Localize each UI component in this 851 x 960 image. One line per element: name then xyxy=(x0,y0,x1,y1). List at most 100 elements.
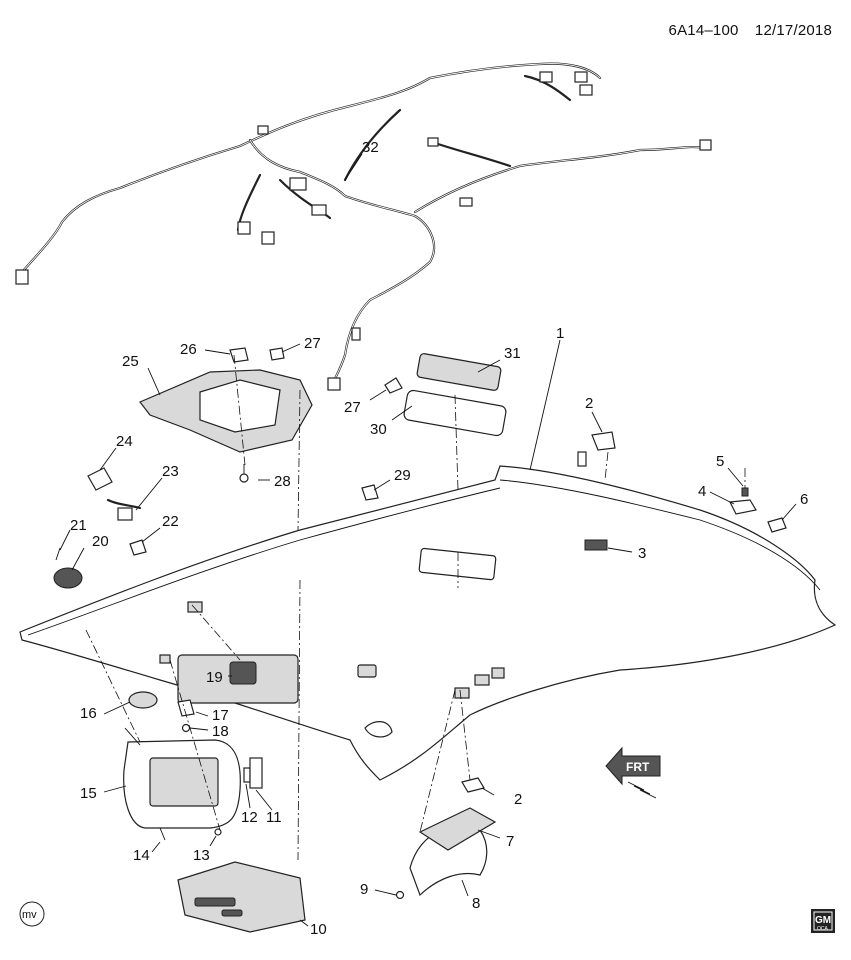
diagram-code: 6A14–100 xyxy=(668,22,739,39)
callout-12: 12 xyxy=(241,809,258,826)
harness-connector xyxy=(459,197,473,207)
callout-17: 17 xyxy=(212,707,229,724)
part-14-screw xyxy=(159,827,166,841)
part-26-clip xyxy=(229,347,249,363)
front-arrow-label: FRT xyxy=(626,760,650,774)
part-30-lamp-frame xyxy=(403,389,507,437)
callout-1: 1 xyxy=(556,325,564,342)
callout-labels: 1 2 3 4 5 6 7 8 9 10 11 12 13 14 15 16 1… xyxy=(70,139,808,938)
part-4-holder xyxy=(729,499,757,515)
harness-connector-left xyxy=(15,269,29,285)
part-24-cover xyxy=(87,467,113,491)
harness-connector xyxy=(699,139,712,151)
callout-29: 29 xyxy=(394,467,411,484)
harness-connector xyxy=(427,137,439,147)
callout-28: 28 xyxy=(274,473,291,490)
part-23-cable xyxy=(106,498,142,510)
headliner-panel xyxy=(19,465,837,781)
callout-18: 18 xyxy=(212,723,229,740)
part-19-pad xyxy=(229,661,257,685)
part-18-screw xyxy=(181,723,191,733)
callout-25: 25 xyxy=(122,353,139,370)
callout-31: 31 xyxy=(504,345,521,362)
harness-connector xyxy=(327,377,341,391)
gm-logo-subtext: OCA xyxy=(817,926,829,932)
part-17-clip xyxy=(177,699,195,717)
part-7-cover xyxy=(418,807,497,851)
part-6-clip xyxy=(767,517,787,533)
callout-5: 5 xyxy=(716,453,724,470)
callout-30: 30 xyxy=(370,421,387,438)
part-23-connector xyxy=(117,507,133,521)
alignment-lines xyxy=(85,354,746,861)
headliner-clip xyxy=(491,667,505,679)
gm-logo: GM OCA xyxy=(811,909,835,933)
harness-connector xyxy=(579,84,593,96)
gm-logo-text: GM xyxy=(815,915,831,926)
harness-clip xyxy=(257,125,269,135)
part-10-overhead-console xyxy=(177,861,306,933)
headliner-clip xyxy=(454,687,470,699)
callout-22: 22 xyxy=(162,513,179,530)
callout-27: 27 xyxy=(304,335,321,352)
callout-16: 16 xyxy=(80,705,97,722)
harness-connector xyxy=(261,231,275,245)
headliner-opening xyxy=(418,547,497,581)
callout-7: 7 xyxy=(506,833,514,850)
callout-11: 11 xyxy=(266,809,282,826)
callout-15: 15 xyxy=(80,785,97,802)
callout-6: 6 xyxy=(800,491,808,508)
part-20-grommet xyxy=(53,567,83,589)
harness-connector xyxy=(237,221,251,235)
part-25-roof-console-bracket xyxy=(139,369,313,453)
headliner-clip xyxy=(474,674,490,686)
callout-21: 21 xyxy=(70,517,87,534)
part-21-pin xyxy=(55,547,61,561)
diagram-header: 6A14–100 12/17/2018 xyxy=(657,22,832,39)
callout-23: 23 xyxy=(162,463,179,480)
callout-8: 8 xyxy=(472,895,480,912)
footer-mv-mark: mv xyxy=(19,901,45,927)
part-11-mirror-cover xyxy=(249,757,263,789)
mv-mark-text: mv xyxy=(22,909,37,921)
part-2-bracket-lower xyxy=(461,777,485,793)
front-direction-arrow: FRT xyxy=(605,746,661,799)
harness-connector xyxy=(574,71,588,83)
headliner-clip xyxy=(357,664,377,678)
callout-2-b: 2 xyxy=(514,791,522,808)
callout-9: 9 xyxy=(360,881,368,898)
part-27-clip xyxy=(384,377,403,394)
harness-connector xyxy=(539,71,553,83)
harness-clip xyxy=(351,327,361,341)
part-13-plug xyxy=(214,828,222,836)
part-5-clip xyxy=(741,487,749,497)
harness-connector xyxy=(289,177,307,191)
callout-2: 2 xyxy=(585,395,593,412)
part-9-bolt xyxy=(395,890,405,900)
headliner-clip xyxy=(159,654,171,664)
callout-24: 24 xyxy=(116,433,133,450)
part-31-dome-lamp xyxy=(416,353,502,391)
callout-27-b: 27 xyxy=(344,399,361,416)
callout-13: 13 xyxy=(193,847,210,864)
diagram-date: 12/17/2018 xyxy=(754,22,832,39)
callout-32: 32 xyxy=(362,139,379,156)
part-15-sun-visor xyxy=(123,727,241,829)
callout-14: 14 xyxy=(133,847,150,864)
part-27-clip xyxy=(269,347,285,361)
callout-10: 10 xyxy=(310,921,327,938)
part-3-pad xyxy=(584,539,608,551)
callout-20: 20 xyxy=(92,533,109,550)
callout-4: 4 xyxy=(698,483,706,500)
callout-3: 3 xyxy=(638,545,646,562)
part-2-bracket xyxy=(591,431,616,451)
callout-19: 19 xyxy=(206,669,223,686)
harness-connector xyxy=(311,204,327,216)
part-12-clip xyxy=(243,767,251,783)
part-2-connector xyxy=(577,451,587,467)
part-16-cap xyxy=(128,691,158,709)
part-29-clip xyxy=(361,484,379,501)
wiring-harness xyxy=(15,62,712,391)
headliner-clip xyxy=(187,601,203,613)
